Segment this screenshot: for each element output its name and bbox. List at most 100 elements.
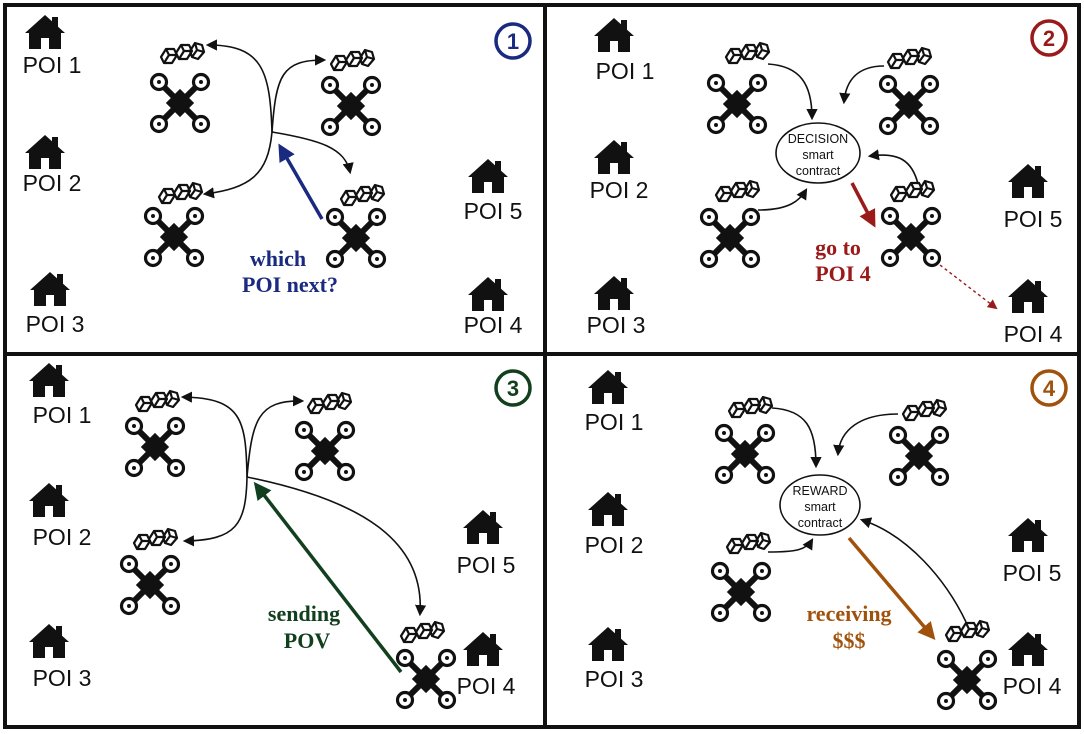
quadcopter-drone-icon bbox=[939, 652, 996, 709]
proof-of-visit-arrow bbox=[253, 481, 403, 674]
cube-cargo-icon bbox=[134, 389, 181, 413]
quadcopter-drone-icon bbox=[146, 209, 203, 266]
poi-label: POI 4 bbox=[464, 312, 523, 338]
quadcopter-drone-icon bbox=[323, 78, 380, 135]
caption-line: POI 4 bbox=[815, 261, 871, 286]
house-icon bbox=[25, 135, 65, 169]
cube-cargo-icon bbox=[889, 179, 936, 203]
cube-cargo-icon bbox=[886, 46, 933, 70]
quadcopter-drone-icon bbox=[328, 210, 385, 267]
panel-number: 4 bbox=[1043, 376, 1056, 401]
cube-cargo-icon bbox=[714, 179, 761, 203]
quadcopter-drone-icon bbox=[717, 426, 774, 483]
quadcopter-drone-icon bbox=[702, 210, 759, 267]
poi-label: POI 4 bbox=[1003, 673, 1062, 699]
panel-frames bbox=[3, 3, 1081, 729]
panel-1-number-badge: 1 bbox=[494, 22, 532, 60]
cube-cargo-icon bbox=[132, 527, 179, 551]
quadcopter-drone-icon bbox=[122, 557, 179, 614]
quadcopter-drone-icon bbox=[883, 209, 940, 266]
cube-cargo-icon bbox=[339, 183, 386, 207]
quadcopter-drone-icon bbox=[398, 651, 455, 708]
house-icon bbox=[594, 276, 634, 310]
contract-label: smart bbox=[804, 500, 836, 514]
poi-label: POI 2 bbox=[23, 170, 82, 196]
panel-1: 1 POI 1 POI 2 POI 3 POI 4 POI 5 which PO… bbox=[23, 15, 532, 338]
quadcopter-drone-icon bbox=[297, 423, 354, 480]
cube-cargo-icon bbox=[724, 41, 771, 65]
poi-label: POI 4 bbox=[1004, 321, 1063, 347]
poi-label: POI 5 bbox=[1004, 206, 1063, 232]
poi-label: POI 2 bbox=[33, 524, 92, 550]
caption-line: $$$ bbox=[833, 628, 866, 653]
panel-number: 3 bbox=[507, 376, 519, 401]
house-icon bbox=[1008, 279, 1048, 313]
poi-label: POI 3 bbox=[26, 311, 85, 337]
cube-cargo-icon bbox=[727, 395, 774, 419]
query-arrow bbox=[278, 143, 324, 220]
panel-3-number-badge: 3 bbox=[494, 369, 532, 407]
poi-label: POI 3 bbox=[587, 312, 646, 338]
poi-label: POI 2 bbox=[590, 177, 649, 203]
caption-line: POV bbox=[284, 628, 331, 653]
poi-label: POI 1 bbox=[33, 402, 92, 428]
quadcopter-drone-icon bbox=[709, 76, 766, 133]
house-icon bbox=[594, 18, 634, 52]
panel-4: 4 POI 1 POI 2 POI 3 POI 4 POI 5 REWARD s… bbox=[585, 369, 1068, 709]
contract-label: REWARD bbox=[792, 484, 847, 498]
broadcast-arrows bbox=[180, 391, 427, 617]
poi-label: POI 5 bbox=[457, 552, 516, 578]
poi-label: POI 2 bbox=[585, 532, 644, 558]
poi-label: POI 4 bbox=[457, 673, 516, 699]
house-icon bbox=[1008, 518, 1048, 552]
house-icon bbox=[29, 483, 69, 517]
house-icon bbox=[30, 272, 70, 306]
cube-cargo-icon bbox=[901, 398, 948, 422]
house-icon bbox=[588, 627, 628, 661]
panel-4-number-badge: 4 bbox=[1030, 369, 1068, 407]
contract-label: contract bbox=[798, 516, 843, 530]
quadcopter-drone-icon bbox=[127, 419, 184, 476]
cube-cargo-icon bbox=[725, 531, 772, 555]
panel-2-number-badge: 2 bbox=[1030, 19, 1068, 57]
house-icon bbox=[463, 510, 503, 544]
house-icon bbox=[468, 277, 508, 311]
house-icon bbox=[463, 632, 503, 666]
panel-number: 1 bbox=[507, 29, 519, 54]
quadcopter-drone-icon bbox=[891, 428, 948, 485]
quadcopter-drone-icon bbox=[881, 77, 938, 134]
cube-cargo-icon bbox=[157, 181, 204, 205]
poi-label: POI 1 bbox=[585, 409, 644, 435]
house-icon bbox=[1008, 632, 1048, 666]
poi-label: POI 5 bbox=[1003, 560, 1062, 586]
cube-cargo-icon bbox=[329, 48, 376, 72]
house-icon bbox=[468, 159, 508, 193]
contract-label: smart bbox=[802, 148, 834, 162]
cube-cargo-icon bbox=[399, 620, 446, 644]
reward-arrow bbox=[847, 536, 936, 641]
house-icon bbox=[25, 15, 65, 49]
quadcopter-drone-icon bbox=[152, 75, 209, 132]
contract-label: DECISION bbox=[788, 132, 848, 146]
panel-2: 2 POI 1 POI 2 POI 3 POI 4 POI 5 DECISION… bbox=[587, 18, 1068, 347]
poi-label: POI 1 bbox=[596, 58, 655, 84]
route-arrow bbox=[939, 264, 998, 310]
cube-cargo-icon bbox=[306, 391, 353, 415]
house-icon bbox=[29, 363, 69, 397]
caption-line: receiving bbox=[806, 601, 891, 626]
house-icon bbox=[29, 624, 69, 658]
house-icon bbox=[594, 140, 634, 174]
panel-3: 3 POI 1 POI 2 POI 3 POI 4 POI 5 sending … bbox=[29, 363, 532, 708]
caption-line: which bbox=[250, 246, 306, 271]
contract-label: contract bbox=[796, 164, 841, 178]
contract-arrows bbox=[757, 63, 919, 211]
quadcopter-drone-icon bbox=[713, 564, 770, 621]
decision-arrow bbox=[850, 182, 876, 228]
decision-smart-contract: DECISION smart contract bbox=[775, 122, 861, 184]
poi-label: POI 5 bbox=[464, 198, 523, 224]
caption-line: sending bbox=[268, 601, 340, 626]
house-icon bbox=[588, 492, 628, 526]
broadcast-arrows bbox=[202, 39, 354, 199]
poi-label: POI 3 bbox=[585, 666, 644, 692]
